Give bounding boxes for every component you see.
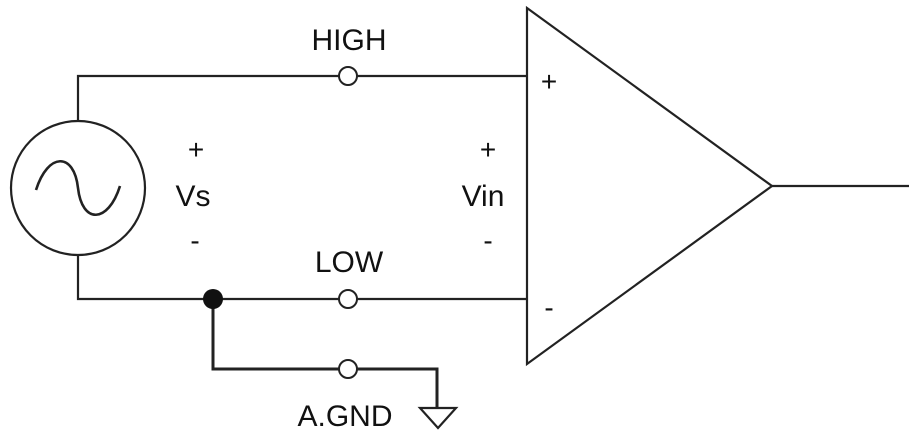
high-terminal-icon [338,66,358,86]
ground-wire [211,299,439,408]
low-wire [76,255,527,301]
junction-dot-icon [203,289,223,309]
amp-minus-sign: - [544,292,553,323]
agnd-label: A.GND [297,400,392,433]
vin-plus-sign: + [480,134,496,165]
vs-minus-sign: - [190,225,199,256]
amp-plus-sign: + [541,66,557,97]
ac-voltage-source-icon [9,119,147,257]
low-label: LOW [315,246,384,279]
low-terminal-icon [338,289,358,309]
ground-symbol-icon [417,406,459,430]
high-label: HIGH [312,24,387,57]
vs-label: Vs [175,180,210,213]
vin-label: Vin [462,180,505,213]
agnd-terminal-icon [338,359,358,379]
vs-plus-sign: + [188,134,204,165]
high-wire [76,74,527,121]
vin-minus-sign: - [483,225,492,256]
op-amp-triangle-icon [525,5,774,367]
